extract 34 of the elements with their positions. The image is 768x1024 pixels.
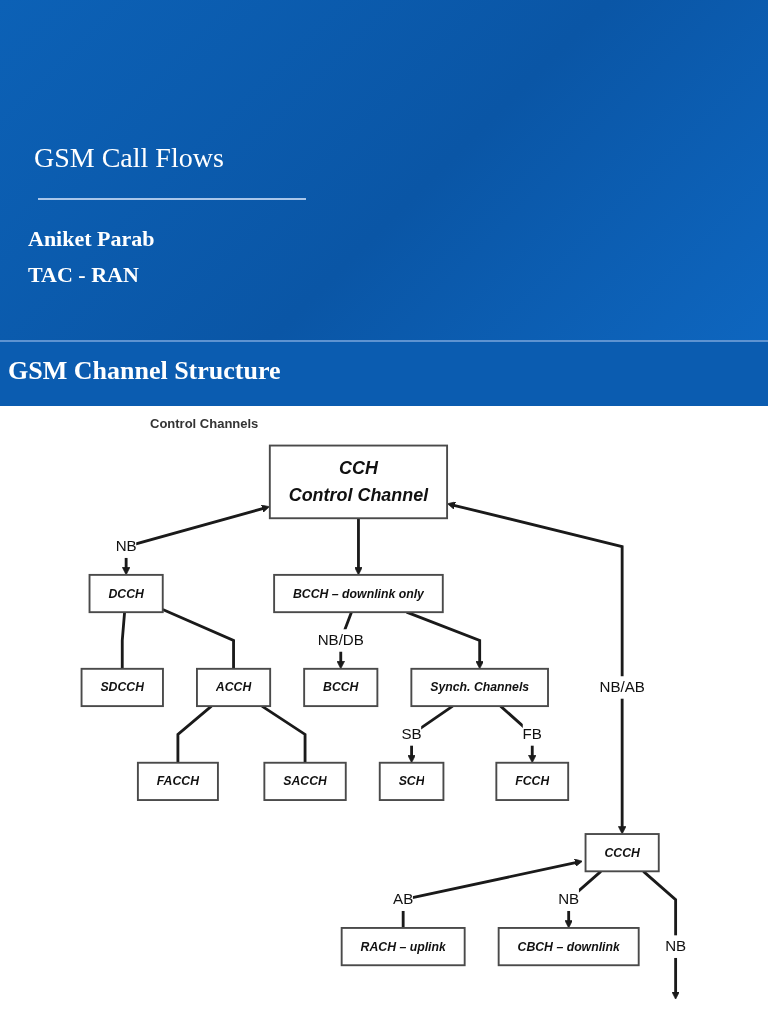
arrow [354,518,363,576]
edge-label: FB [522,723,543,746]
channel-box: SDCCH [80,667,165,708]
edge-label: NB [665,935,687,958]
channel-box: ACCH [196,667,272,708]
channel-box: SCH [378,761,445,801]
channel-box: BCCH [303,667,379,708]
edge-label: SB [401,723,422,746]
arrow [401,858,583,928]
connector-line [162,608,236,669]
channel-box: CBCH – downlink [497,927,640,967]
connector-line [121,612,127,669]
author-name: Aniket Parab [28,226,155,252]
channel-box: FCCH [495,761,570,801]
channel-box: CCCH [584,833,660,873]
section-heading: Control Channels [150,416,259,431]
edge-label: NB/DB [317,629,364,652]
presentation-title: GSM Call Flows [34,142,224,174]
edge-label: NB [558,888,580,911]
channel-box: BCCH – downlink only [273,573,444,614]
channel-box: SACCH [263,761,347,801]
connector-line [176,705,213,763]
channel-box: Synch. Channels [410,667,550,708]
channel-box: FACCH [137,761,220,801]
arrow [642,870,680,1000]
channel-box: DCCH [88,573,164,614]
arrow [564,870,602,929]
channel-box: CCH Control Channel [269,444,449,520]
arrow [122,504,270,576]
edge-label: NB/AB [599,676,645,699]
channel-box: RACH – uplink [340,927,466,967]
arrow [447,501,627,835]
slide-heading: GSM Channel Structure [8,356,281,386]
team-name: TAC - RAN [28,262,139,288]
